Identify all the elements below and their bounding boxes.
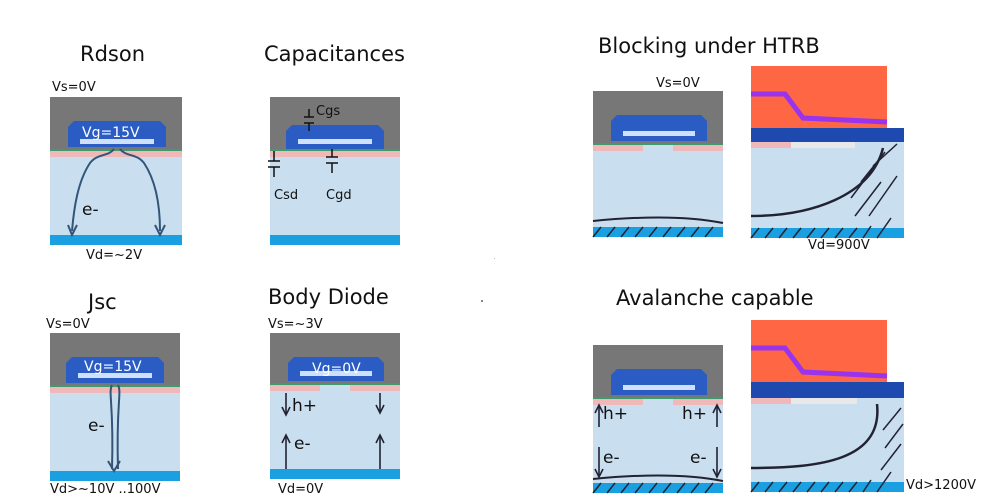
htrb-vs-label: Vs=0V [656,76,700,91]
cgd-label: Cgd [326,188,352,203]
avalanche-vd-label: Vd>1200V [906,478,977,493]
avalanche-holes-left-label: h+ [603,404,629,424]
avalanche-electrons-right-label: e- [690,448,707,468]
rdson-gate-label: Vg=15V [82,125,140,141]
body-diode-electrons-label: e- [294,434,311,454]
jsc-gate-label: Vg=15V [84,359,142,375]
jsc-vs-label: Vs=0V [46,317,90,332]
cgs-label: Cgs [316,104,341,119]
body-diode-gate-label: Vg=0V [312,361,361,377]
rdson-device [50,97,182,245]
body-diode-vs-label: Vs=~3V [268,317,323,332]
avalanche-edge-termination [750,320,904,493]
csd-label: Csd [274,188,299,203]
jsc-device [50,333,180,481]
rdson-title: Rdson [80,42,146,66]
htrb-title: Blocking under HTRB [598,34,820,58]
avalanche-title: Avalanche capable [616,286,814,310]
stray-dot [494,258,495,259]
htrb-edge-termination [750,66,904,239]
body-diode-vd-label: Vd=0V [278,482,324,497]
htrb-device [592,91,724,238]
avalanche-device [592,345,724,494]
body-diode-device [270,333,400,479]
avalanche-electrons-left-label: e- [603,448,620,468]
capacitances-title: Capacitances [264,42,405,66]
rdson-electron-label: e- [82,200,99,220]
jsc-title: Jsc [88,290,117,314]
body-diode-holes-label: h+ [292,396,318,416]
stray-dot [481,300,483,302]
rdson-vd-label: Vd=~2V [86,248,143,263]
rdson-vs-label: Vs=0V [52,80,96,95]
htrb-vd-label: Vd=900V [808,238,870,253]
capacitances-device [268,97,400,245]
avalanche-holes-right-label: h+ [682,404,708,424]
body-diode-title: Body Diode [268,285,389,309]
jsc-vd-label: Vd>~10V ..100V [50,482,161,497]
jsc-electron-label: e- [88,416,105,436]
